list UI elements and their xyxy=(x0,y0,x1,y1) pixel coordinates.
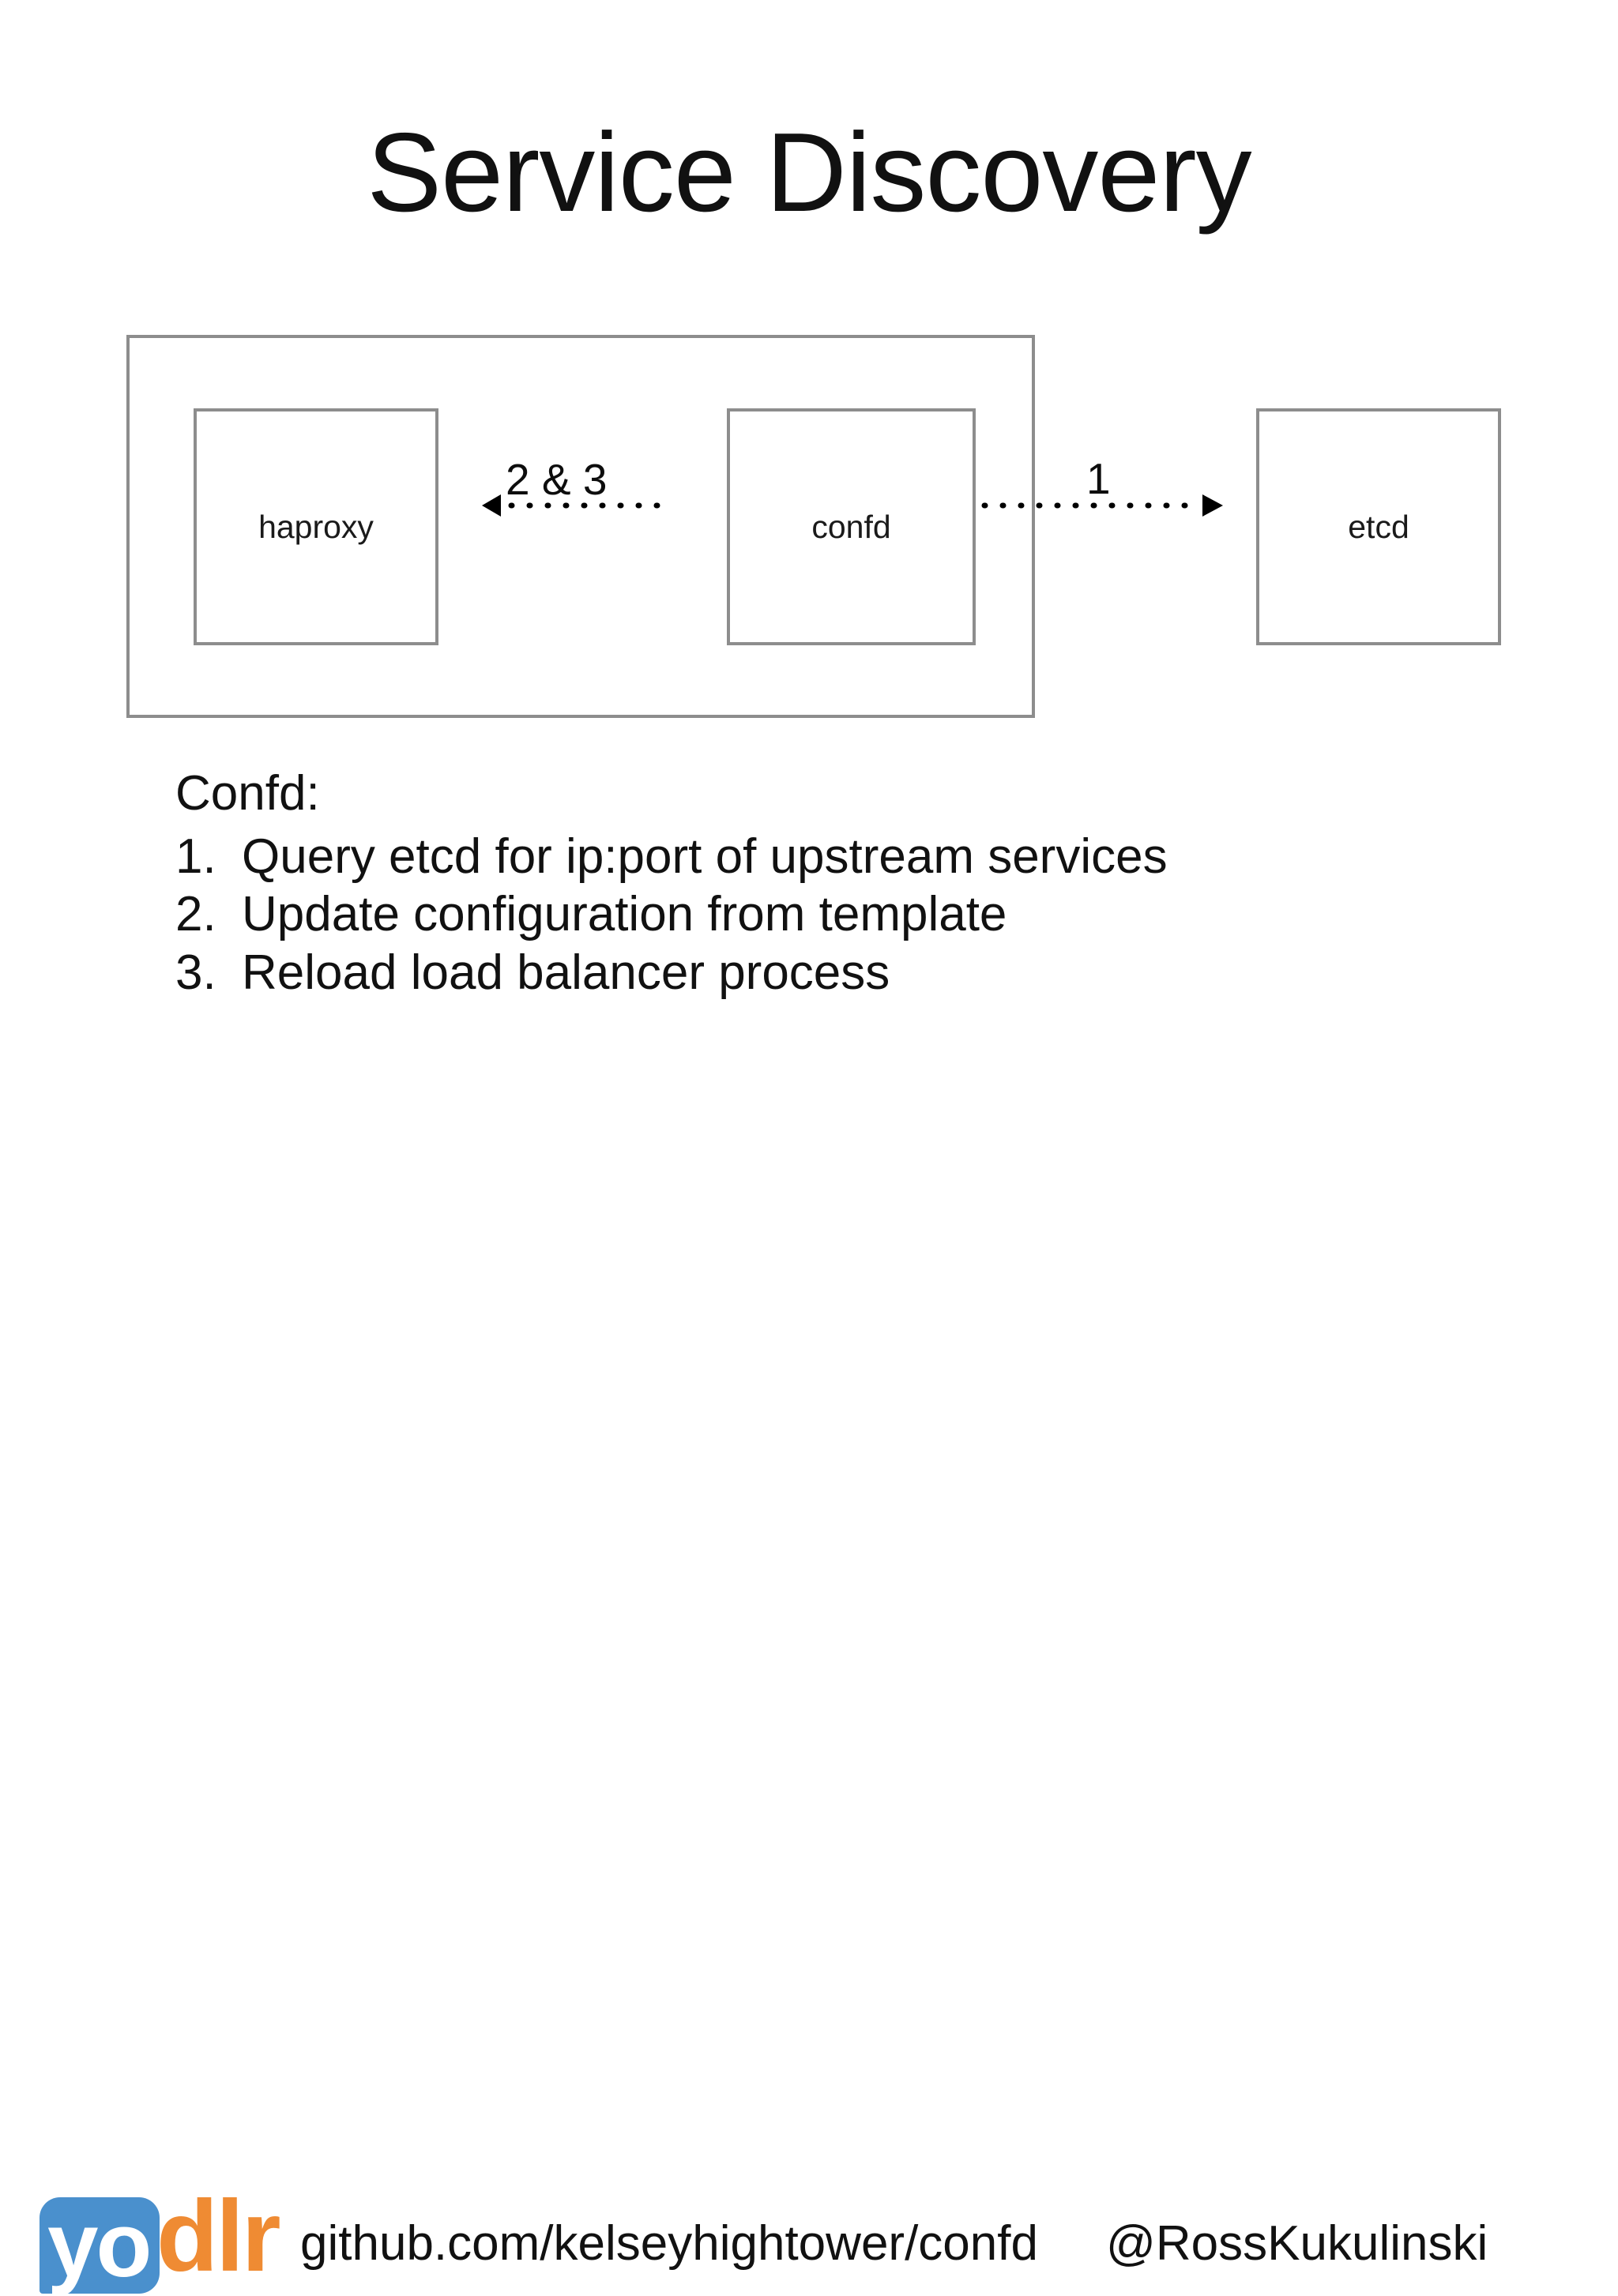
service-discovery-diagram: haproxy confd xyxy=(126,335,1035,718)
arrow-label-2-and-3: 2 & 3 xyxy=(506,455,608,504)
list-item: 2. Update configuration from template xyxy=(175,887,1566,943)
yodlr-logo-text-yo: yo xyxy=(47,2193,152,2296)
arrow-confd-to-etcd xyxy=(981,494,1223,517)
arrow-confd-to-haproxy xyxy=(482,494,660,517)
node-confd[interactable]: confd xyxy=(727,408,976,645)
host-container-box xyxy=(126,335,1035,718)
slide-footer: yo dlr github.com/kelseyhightower/confd … xyxy=(0,1090,1618,2294)
node-confd-label: confd xyxy=(811,508,891,545)
node-etcd[interactable]: etcd xyxy=(1256,408,1501,645)
arrow-label-1: 1 xyxy=(1086,454,1111,503)
list-item: 3. Reload load balancer process xyxy=(175,945,1566,1001)
page-title: Service Discovery xyxy=(367,110,1251,235)
list-item-number: 2. xyxy=(175,887,216,942)
twitter-handle[interactable]: @RossKukulinski xyxy=(1105,2216,1488,2271)
github-repo-link[interactable]: github.com/kelseyhightower/confd xyxy=(300,2216,1038,2271)
arrow-right-head-icon xyxy=(1202,494,1223,517)
list-item-text: Update configuration from template xyxy=(242,887,1007,942)
node-haproxy[interactable]: haproxy xyxy=(194,408,438,645)
list-item-number: 1. xyxy=(175,829,216,884)
list-item-number: 3. xyxy=(175,945,216,1001)
confd-steps-heading: Confd: xyxy=(175,766,320,821)
node-haproxy-label: haproxy xyxy=(258,508,374,545)
yodlr-logo-text-dlr: dlr xyxy=(156,2180,281,2293)
list-item-text: Query etcd for ip:port of upstream servi… xyxy=(242,829,1168,884)
list-item-text: Reload load balancer process xyxy=(242,945,890,1001)
arrow-left-head-icon xyxy=(482,494,501,517)
yodlr-logo-icon: yo dlr xyxy=(36,2186,281,2296)
node-etcd-label: etcd xyxy=(1348,508,1409,545)
list-item: 1. Query etcd for ip:port of upstream se… xyxy=(175,829,1566,885)
confd-steps-block: Confd: 1. Query etcd for ip:port of upst… xyxy=(175,766,1566,1004)
footer-links: github.com/kelseyhightower/confd @RossKu… xyxy=(300,2215,1596,2272)
